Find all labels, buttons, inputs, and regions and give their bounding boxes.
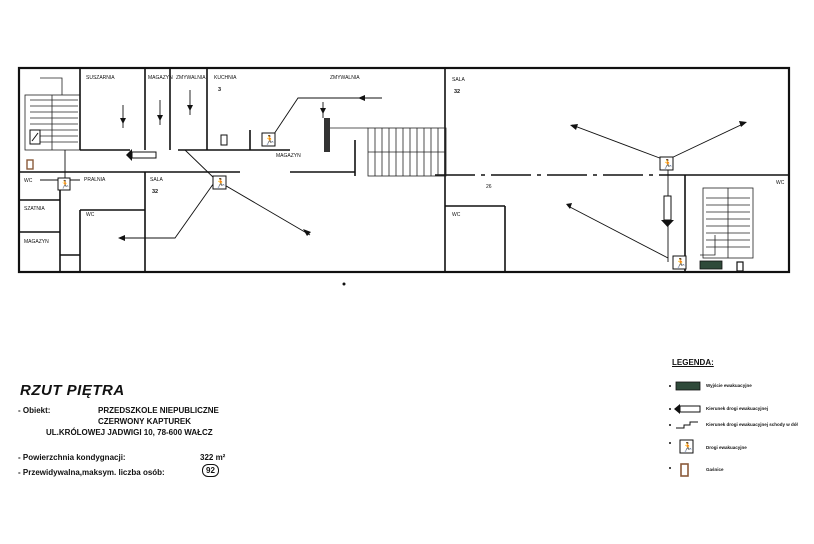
svg-text:🏃: 🏃	[215, 177, 226, 189]
legend-item: Wyjście ewakuacyjne	[668, 378, 808, 394]
legend-item: Kierunek drogi ewakuacyjnej schody w dół	[668, 417, 808, 433]
room-label: ZMYWALNIA	[176, 75, 206, 81]
central-wall-block	[324, 118, 330, 152]
running-man-icon: 🏃	[669, 439, 694, 454]
room-label: MAGAZYN	[276, 153, 301, 159]
room-label: WC	[452, 212, 461, 218]
running-man-icon	[29, 129, 41, 145]
door-icon	[736, 261, 744, 272]
marker-dot	[342, 282, 346, 286]
svg-text:🏃: 🏃	[60, 179, 70, 189]
room-label: KUCHNIA	[214, 75, 237, 81]
room-label: PRALNIA	[84, 177, 106, 183]
direction-arrow-icon	[669, 404, 701, 414]
room-label: MAGAZYN	[148, 75, 173, 81]
room-label: SALA	[150, 177, 163, 183]
running-man-icon: 🏃	[261, 132, 276, 147]
area-value: 322 m²	[200, 453, 226, 462]
door-icon	[669, 463, 689, 477]
legend-label: Drogi ewakuacyjne	[706, 445, 747, 450]
legend-item: Gaśnice	[668, 462, 808, 478]
running-man-icon: 🏃	[672, 255, 687, 270]
capacity-value: 92	[202, 464, 219, 477]
legend-label: Wyjście ewakuacyjne	[706, 383, 752, 388]
legend-label: Kierunek drogi ewakuacyjnej	[706, 406, 769, 411]
room-label: SZATNIA	[24, 206, 45, 212]
room-label: MAGAZYN	[24, 239, 49, 245]
door-icon	[26, 159, 34, 170]
arrow-heads	[118, 95, 747, 241]
svg-text:🏃: 🏃	[264, 134, 275, 146]
legend-title: LEGENDA:	[672, 358, 714, 367]
object-line-1: PRZEDSZKOLE NIEPUBLICZNE	[98, 406, 219, 415]
running-man-icon: 🏃	[57, 177, 71, 191]
legend-item: 🏃 Drogi ewakuacyjne	[668, 438, 808, 454]
object-line-2: CZERWONY KAPTUREK	[98, 417, 192, 426]
room-label: WC	[776, 180, 785, 186]
object-label: - Obiekt:	[18, 406, 51, 415]
room-label: WC	[24, 178, 33, 184]
svg-text:🏃: 🏃	[675, 257, 686, 269]
svg-text:🏃: 🏃	[682, 441, 693, 453]
exit-sign-icon	[699, 260, 723, 270]
legend-label: Kierunek drogi ewakuacyjnej schody w dół	[706, 422, 798, 427]
top-partitions	[20, 68, 789, 272]
door-icon	[220, 134, 228, 146]
central-stair-treads	[368, 128, 446, 176]
svg-text:🏃: 🏃	[662, 158, 673, 170]
running-man-icon: 🏃	[212, 175, 227, 190]
room-label: ZMYWALNIA	[330, 75, 360, 81]
running-man-icon: 🏃	[659, 156, 674, 171]
area-label: - Powierzchnia kondygnacji:	[18, 453, 126, 462]
room-number: 3	[218, 87, 221, 93]
direction-arrow-icon	[661, 195, 674, 227]
legend-item: Kierunek drogi ewakuacyjnej	[668, 401, 808, 417]
right-stair-treads	[706, 188, 750, 258]
room-label: WC	[86, 212, 95, 218]
exit-sign-icon	[669, 381, 701, 391]
unit-number: 26	[486, 184, 492, 190]
page-title: RZUT PIĘTRA	[20, 382, 125, 399]
legend-label: Gaśnice	[706, 467, 724, 472]
stairs-direction-icon	[669, 421, 698, 429]
room-label: SUSZARNIA	[86, 75, 115, 81]
info-block: RZUT PIĘTRA - Obiekt: PRZEDSZKOLE NIEPUB…	[18, 382, 278, 477]
direction-arrow-icon	[126, 149, 157, 161]
building-outline	[17, 66, 791, 274]
room-number: 32	[454, 89, 460, 95]
room-label: SALA	[452, 77, 465, 83]
room-number: 32	[152, 189, 158, 195]
object-line-3: UL.KRÓLOWEJ JADWIGI 10, 78-600 WAŁCZ	[46, 428, 213, 437]
capacity-label: - Przewidywalna,maksym. liczba osób:	[18, 468, 165, 477]
